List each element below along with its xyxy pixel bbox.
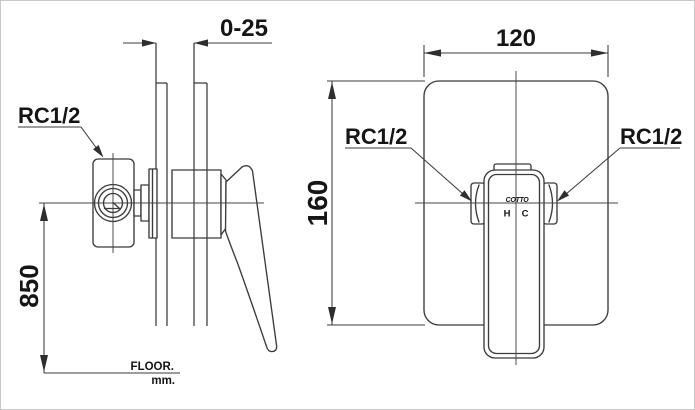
plate-width-dim-text: 120 bbox=[496, 25, 536, 52]
lever-handle-side bbox=[224, 165, 278, 353]
brand-logo-text: COTTO bbox=[506, 197, 530, 204]
plate-height-dim-text: 160 bbox=[302, 180, 333, 227]
handle-outer-front bbox=[483, 169, 545, 359]
boss-curve-right bbox=[548, 184, 554, 223]
dimension-plate-width: 120 bbox=[423, 25, 609, 77]
hot-marker: H bbox=[504, 209, 511, 220]
height-dim-text: 850 bbox=[14, 264, 44, 307]
inlet-leader-front-right: RC1/2 bbox=[557, 124, 682, 202]
floor-label: FLOOR. bbox=[131, 361, 174, 373]
inlet-label-front-left: RC1/2 bbox=[345, 124, 407, 149]
inlet-leader-front-left: RC1/2 bbox=[345, 124, 472, 202]
cold-marker: C bbox=[522, 209, 529, 220]
handle-front bbox=[470, 163, 558, 359]
side-view: 0-25 RC1/2 850 FLOOR. mm. bbox=[14, 15, 278, 387]
cartridge-housing-side bbox=[171, 169, 222, 239]
inlet-port-circles bbox=[93, 183, 133, 223]
handle-inner-front bbox=[487, 173, 541, 355]
wall-depth-dim-text: 0-25 bbox=[220, 15, 268, 42]
inlet-label-side: RC1/2 bbox=[18, 103, 80, 128]
front-view: 120 160 COTTO H C bbox=[302, 25, 682, 365]
boss-curve-left bbox=[474, 184, 480, 223]
dimension-wall-depth: 0-25 bbox=[123, 15, 272, 47]
wall-section-lines bbox=[155, 43, 208, 326]
dimension-plate-height: 160 bbox=[302, 80, 425, 326]
inlet-leader-side: RC1/2 bbox=[18, 103, 104, 158]
inlet-label-front-right: RC1/2 bbox=[620, 124, 682, 149]
dimension-height-from-floor: 850 bbox=[14, 203, 48, 373]
unit-label: mm. bbox=[151, 375, 175, 387]
floor-reference: FLOOR. mm. bbox=[44, 361, 180, 387]
